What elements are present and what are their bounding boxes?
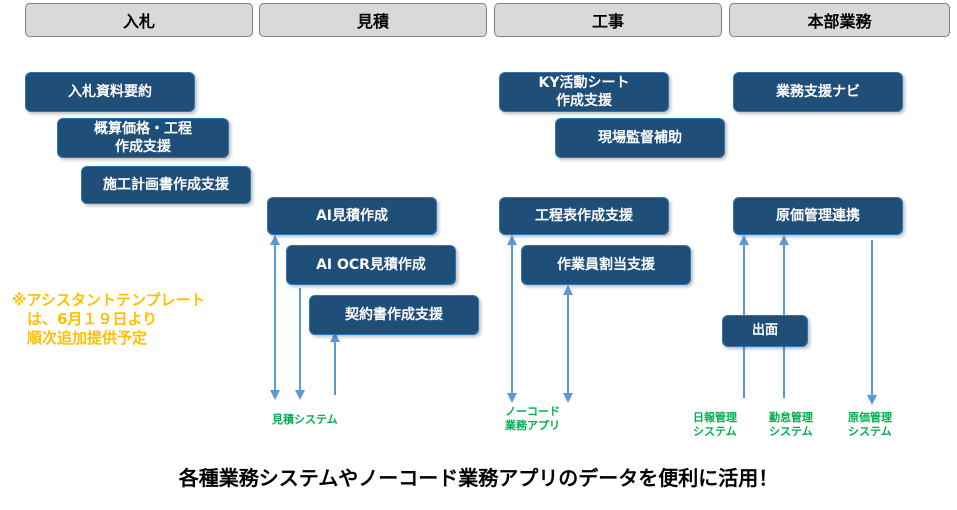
- box-ky-sheet: KY活動シート 作成支援: [499, 72, 669, 112]
- box-worker-assign: 作業員割当支援: [521, 245, 691, 285]
- box-label: 原価管理連携: [776, 208, 860, 224]
- box-estimate-process: 概算価格・工程 作成支援: [57, 118, 229, 158]
- box-label: 施工計画書作成支援: [103, 177, 229, 193]
- label-estimate-system: 見積システム: [272, 413, 338, 426]
- box-label: AI見積作成: [315, 208, 389, 224]
- box-site-supervision: 現場監督補助: [555, 118, 725, 158]
- header-bid: 入札: [25, 3, 253, 37]
- label-nocode-app: ノーコード 業務アプリ: [505, 405, 560, 432]
- box-bid-summary: 入札資料要約: [25, 72, 195, 112]
- box-label: 出面: [751, 323, 778, 338]
- box-label: KY活動シート 作成支援: [538, 75, 630, 109]
- box-label: 契約書作成支援: [345, 307, 443, 323]
- header-hq-operations: 本部業務: [729, 3, 950, 37]
- box-business-navi: 業務支援ナビ: [733, 72, 903, 112]
- template-release-note: ※アシスタントテンプレート は、6月１９日より 順次追加提供予定: [12, 291, 206, 347]
- box-output: 出面: [722, 315, 808, 347]
- box-schedule: 工程表作成支援: [499, 197, 669, 235]
- label-attendance-system: 勤怠管理 システム: [769, 411, 813, 438]
- box-label: 業務支援ナビ: [776, 84, 860, 100]
- header-construction: 工事: [494, 3, 722, 37]
- label-cost-system: 原価管理 システム: [848, 411, 892, 438]
- box-label: 入札資料要約: [68, 84, 152, 100]
- box-ai-ocr-estimate: AI OCR見積作成: [286, 245, 456, 285]
- header-estimate: 見積: [259, 3, 487, 37]
- box-label: 作業員割当支援: [557, 257, 655, 273]
- box-label: 現場監督補助: [598, 130, 682, 146]
- box-label: AI OCR見積作成: [316, 257, 426, 273]
- box-contract: 契約書作成支援: [309, 295, 479, 335]
- box-construction-plan: 施工計画書作成支援: [81, 166, 251, 204]
- box-label: 工程表作成支援: [535, 208, 633, 224]
- label-daily-report-system: 日報管理 システム: [693, 411, 737, 438]
- box-label: 概算価格・工程 作成支援: [94, 121, 192, 155]
- box-cost-link: 原価管理連携: [733, 197, 903, 235]
- box-ai-estimate: AI見積作成: [267, 197, 437, 235]
- caption: 各種業務システムやノーコード業務アプリのデータを便利に活用！: [178, 466, 779, 490]
